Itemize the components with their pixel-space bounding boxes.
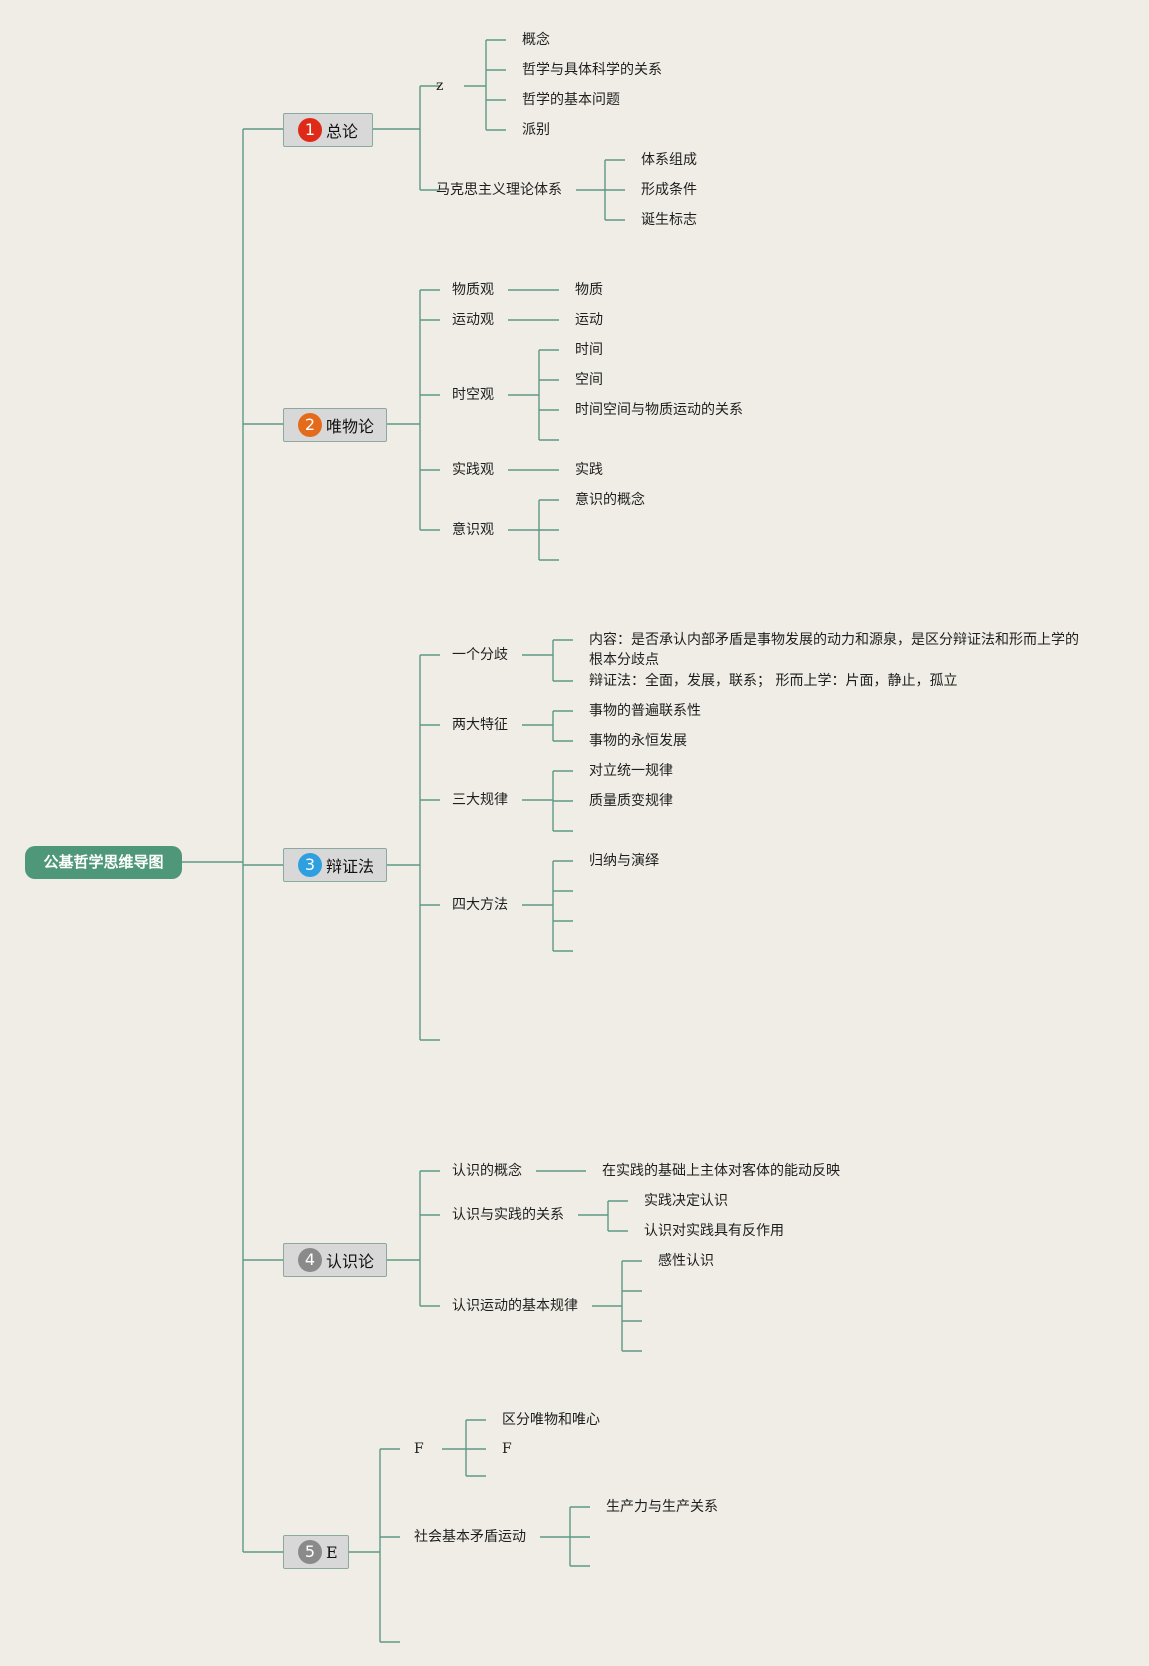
leaf-label[interactable]: 运动 — [575, 312, 603, 328]
number-badge-icon: 2 — [298, 413, 322, 437]
leaf-label[interactable]: 事物的普遍联系性 — [589, 703, 701, 719]
leaf-label[interactable]: 在实践的基础上主体对客体的能动反映 — [602, 1163, 840, 1179]
leaf-label[interactable]: 归纳与演绎 — [589, 853, 659, 869]
subtopic-label[interactable]: 时空观 — [452, 387, 494, 403]
leaf-label[interactable]: 哲学与具体科学的关系 — [522, 62, 662, 78]
leaf-label[interactable]: 时间 — [575, 342, 603, 358]
leaf-label[interactable]: 内容：是否承认内部矛盾是事物发展的动力和源泉，是区分辩证法和形而上学的根本分歧点 — [589, 632, 1079, 668]
leaf-label[interactable]: 感性认识 — [658, 1253, 714, 1269]
leaf-label[interactable]: 对立统一规律 — [589, 763, 673, 779]
leaf-label[interactable]: 体系组成 — [641, 152, 697, 168]
leaf-label[interactable]: 生产力与生产关系 — [606, 1499, 718, 1515]
leaf-label[interactable]: 实践决定认识 — [644, 1193, 728, 1209]
subtopic-label[interactable]: 认识运动的基本规律 — [452, 1298, 578, 1314]
leaf-label[interactable]: 诞生标志 — [641, 212, 697, 228]
topic-label: 总论 — [326, 122, 359, 141]
subtopic-label[interactable]: 社会基本矛盾运动 — [414, 1529, 526, 1545]
leaf-label[interactable]: 意识的概念 — [575, 492, 645, 508]
subtopic-label[interactable]: F — [414, 1441, 424, 1457]
subtopic-label[interactable]: 物质观 — [452, 282, 494, 298]
subtopic-label[interactable]: 四大方法 — [452, 897, 508, 913]
leaf-label[interactable]: 质量质变规律 — [589, 793, 673, 809]
leaf-label[interactable]: 辩证法：全面，发展，联系； 形而上学：片面，静止，孤立 — [589, 673, 958, 689]
subtopic-label[interactable]: 认识与实践的关系 — [452, 1207, 564, 1223]
leaf-label[interactable]: 形成条件 — [641, 182, 697, 198]
topic-label: 认识论 — [326, 1252, 375, 1271]
root-node[interactable]: 公基哲学思维导图 — [25, 846, 182, 879]
leaf-label[interactable]: 实践 — [575, 462, 603, 478]
subtopic-label[interactable]: 运动观 — [452, 312, 494, 328]
subtopic-label[interactable]: 两大特征 — [452, 717, 508, 733]
leaf-label[interactable]: F — [502, 1441, 512, 1457]
number-badge-icon: 3 — [298, 853, 322, 877]
leaf-label[interactable]: 派别 — [522, 122, 550, 138]
leaf-label[interactable]: 时间空间与物质运动的关系 — [575, 402, 743, 418]
subtopic-label[interactable]: 意识观 — [452, 522, 494, 538]
number-badge-icon: 4 — [298, 1248, 322, 1272]
leaf-label[interactable]: 空间 — [575, 372, 603, 388]
topic-label: 辩证法 — [326, 857, 375, 876]
leaf-label[interactable]: 概念 — [522, 32, 550, 48]
leaf-label[interactable]: 哲学的基本问题 — [522, 92, 620, 108]
leaf-label[interactable]: 物质 — [575, 282, 603, 298]
topic-label: 唯物论 — [326, 417, 375, 436]
topic-label: E — [326, 1542, 338, 1562]
leaf-label[interactable]: 事物的永恒发展 — [589, 733, 687, 749]
subtopic-label[interactable]: 一个分歧 — [452, 647, 508, 663]
leaf-label[interactable]: 认识对实践具有反作用 — [644, 1223, 784, 1239]
subtopic-label[interactable]: 马克思主义理论体系 — [436, 182, 562, 198]
subtopic-label[interactable]: z — [436, 78, 444, 94]
subtopic-label[interactable]: 三大规律 — [452, 792, 508, 808]
number-badge-icon: 5 — [298, 1540, 322, 1564]
leaf-label[interactable]: 区分唯物和唯心 — [502, 1412, 600, 1428]
subtopic-label[interactable]: 实践观 — [452, 462, 494, 478]
number-badge-icon: 1 — [298, 118, 322, 142]
subtopic-label[interactable]: 认识的概念 — [452, 1163, 522, 1179]
